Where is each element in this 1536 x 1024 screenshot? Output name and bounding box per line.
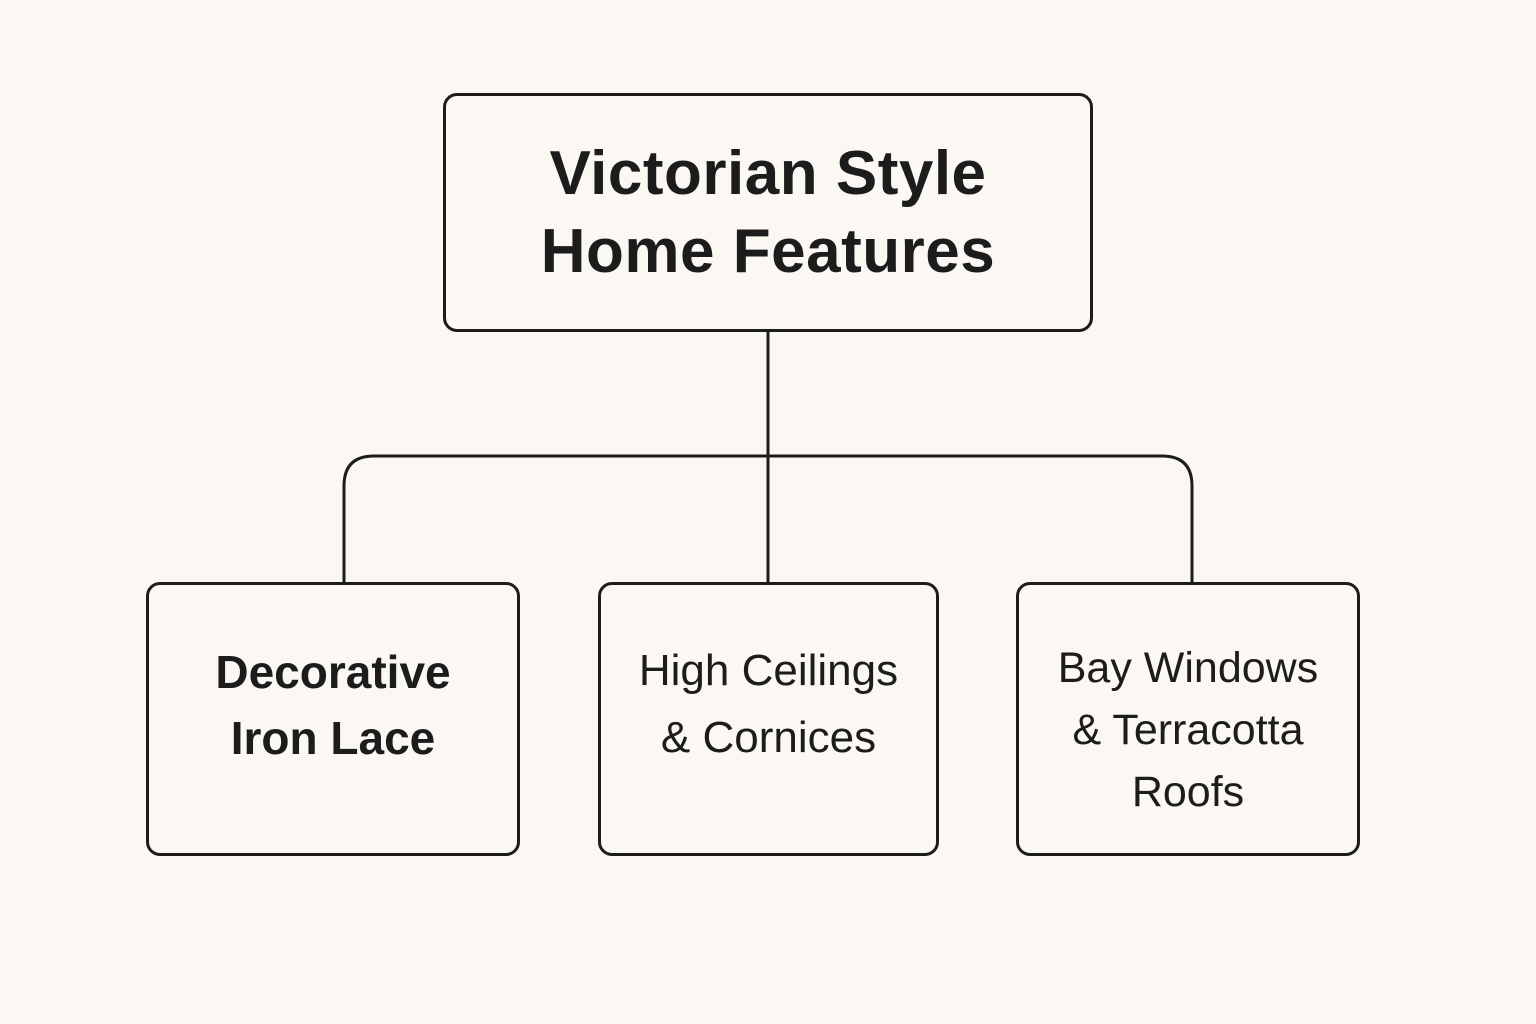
child-node-bay-windows: Bay Windows & Terracotta Roofs xyxy=(1016,582,1360,856)
root-node-box: Victorian Style Home Features xyxy=(443,93,1093,332)
child-node-label: High Ceilings & Cornices xyxy=(638,646,899,762)
child-node-decorative-iron-lace: Decorative Iron Lace xyxy=(146,582,520,856)
child-node-high-ceilings: High Ceilings & Cornices xyxy=(598,582,939,856)
child-node-label: Decorative Iron Lace xyxy=(215,646,451,764)
child-node-label: Bay Windows & Terracotta Roofs xyxy=(1057,644,1319,816)
root-node-label: Victorian Style Home Features xyxy=(540,138,996,286)
